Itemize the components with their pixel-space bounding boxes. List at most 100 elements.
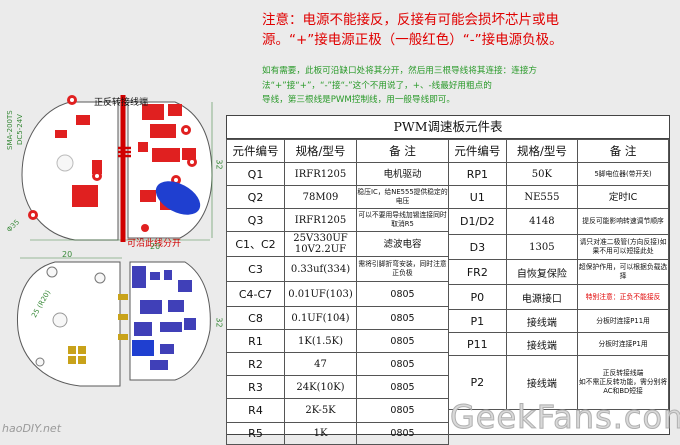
chip-u1	[132, 340, 154, 356]
cell-note: 0805	[356, 422, 449, 445]
cell-ref: Q2	[226, 185, 285, 209]
cell-note: 分板时连接P1用	[577, 332, 669, 356]
cell-ref: R1	[226, 329, 285, 353]
table-title: PWM调速板元件表	[227, 116, 669, 139]
cell-model: 接线端	[505, 332, 579, 356]
split-note: 如有需要，此板可沿缺口处将其分开，然后用三根导线将其连接：连接方 法“+”接“+…	[262, 64, 676, 108]
cell-model: 2K-5K	[284, 398, 357, 423]
cell-model: 接线端	[505, 309, 579, 333]
cell-model: 1K	[284, 422, 357, 445]
cell-ref: U1	[448, 185, 507, 209]
note-line-2: 法“+”接“+”，“-”接“-”这个不用说了，+、-线最好用粗点的	[262, 80, 492, 91]
cell-model: 1305	[505, 234, 579, 260]
cell-note: 5脚电位器(带开关)	[577, 162, 669, 186]
dimension-32-right: 32	[214, 159, 224, 170]
board-text-voltage: DC5-24V	[16, 114, 24, 145]
warning-line-1: 注意：电源不能接反，反接有可能会损坏芯片或电	[262, 12, 559, 28]
pad-large-red	[72, 185, 98, 207]
warning-line-2: 源。“+”接电源正极（一般红色）“-”接电源负极。	[262, 32, 563, 48]
header-note: 备 注	[577, 139, 669, 163]
cell-model: 0.33uf(334)	[284, 256, 357, 282]
cell-model: 24K(10K)	[284, 375, 357, 399]
cell-ref: P1	[448, 309, 507, 333]
cell-ref: Q1	[226, 162, 285, 186]
cell-note: 需将引脚折弯安装，同时注意正负极	[356, 256, 449, 282]
cell-model: IRFR1205	[284, 162, 357, 186]
header-ref: 元件编号	[448, 139, 507, 163]
cell-ref: C3	[226, 256, 285, 282]
cell-ref: C1、C2	[226, 231, 285, 257]
cell-ref: RP1	[448, 162, 507, 186]
cut-line-label: 可沿此线分开	[127, 239, 182, 249]
cell-note: 可以不要用导线加锡连接同时取消R5	[356, 208, 449, 232]
cell-note: 定时IC	[577, 185, 669, 209]
cell-model: IRFR1205	[284, 208, 357, 232]
right-header-row: 元件编号 规格/型号 备 注	[448, 139, 669, 163]
cell-note: 滤波电容	[356, 231, 449, 257]
cell-note: 超保护作用，可以根据负载选择	[577, 259, 669, 285]
cell-ref: R5	[226, 422, 285, 445]
cell-note: 0805	[356, 398, 449, 423]
cell-ref: FR2	[448, 259, 507, 285]
warning-text: 注意：电源不能接反，反接有可能会损坏芯片或电 源。“+”接电源正极（一般红色）“…	[262, 10, 676, 50]
header-model: 规格/型号	[505, 139, 579, 163]
cell-ref: Q3	[226, 208, 285, 232]
cell-model: NE555	[505, 185, 579, 209]
cell-note: 提反可能影响转速调节顺序	[577, 208, 669, 235]
top-board-outline	[21, 101, 119, 241]
cell-ref: R2	[226, 352, 285, 376]
cell-ref: P0	[448, 284, 507, 310]
watermark: GeekFans.com	[449, 398, 680, 437]
cell-note: 稳压IC，给NE555提供稳定的电压	[356, 185, 449, 209]
header-model: 规格/型号	[284, 139, 357, 163]
cell-model: 0.1UF(104)	[284, 306, 357, 330]
header-ref: 元件编号	[226, 139, 285, 163]
board-text-model: SMA-200TS	[6, 110, 14, 150]
cell-ref: P11	[448, 332, 507, 356]
dimension-20-bottom: 20	[62, 250, 73, 259]
reverse-terminal-label: 正反转接线端	[94, 98, 149, 108]
top-board-right-outline	[127, 101, 213, 239]
cell-ref: R3	[226, 375, 285, 399]
cell-model: 50K	[505, 162, 579, 186]
cell-note: 0805	[356, 352, 449, 376]
cell-ref: R4	[226, 398, 285, 423]
dimension-32-bottom: 32	[214, 317, 224, 328]
note-line-1: 如有需要，此板可沿缺口处将其分开，然后用三根导线将其连接：连接方	[262, 66, 538, 76]
cell-model: 自恢复保险	[505, 259, 579, 285]
header-note: 备 注	[356, 139, 449, 163]
pcb-drawing: 正反转接线端 可沿此线分开 SMA-200TS DC5-24V 32 20 Φ3…	[0, 0, 228, 439]
cell-note: 分板时连接P11用	[577, 309, 669, 333]
cell-note: 0805	[356, 329, 449, 353]
cell-note: 特别注意：正负不能接反	[577, 284, 669, 310]
cell-note: 0805	[356, 375, 449, 399]
note-line-3: 导线，第三根线是PWM控制线，用一般导线即可。	[262, 95, 455, 105]
cell-ref: D1/D2	[448, 208, 507, 235]
capacitor-blue	[155, 181, 201, 215]
pcb-svg	[16, 95, 213, 387]
